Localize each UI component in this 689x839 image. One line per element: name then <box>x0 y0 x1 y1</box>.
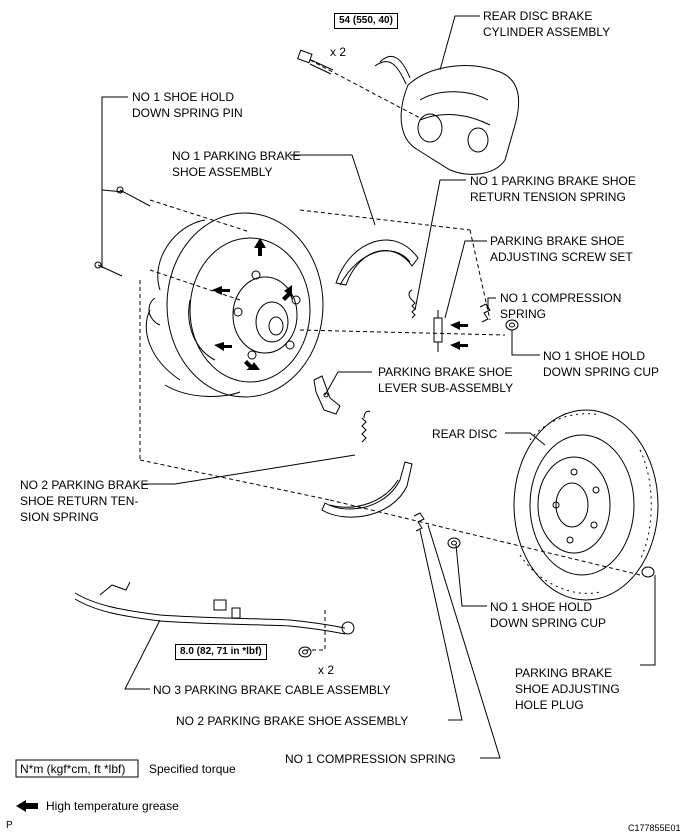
adjusting-screw-set <box>433 310 443 352</box>
label-no1-parking-brake-shoe-assembly: NO 1 PARKING BRAKE SHOE ASSEMBLY <box>172 149 301 179</box>
label-parking-brake-shoe-lever: PARKING BRAKE SHOE LEVER SUB-ASSEMBLY <box>378 365 514 395</box>
label-no3-parking-brake-cable: NO 3 PARKING BRAKE CABLE ASSEMBLY <box>153 683 391 697</box>
label-rear-disc: REAR DISC <box>432 427 498 441</box>
hole-plug <box>641 566 655 578</box>
cable-bolt <box>298 646 312 658</box>
no1-return-spring <box>408 289 416 319</box>
legend-grease-text: High temperature grease <box>46 799 179 813</box>
label-no2-return-tension-spring: NO 2 PARKING BRAKE SHOE RETURN TEN- SION… <box>20 478 149 524</box>
label-no1-return-tension-spring: NO 1 PARKING BRAKE SHOE RETURN TENSION S… <box>470 174 636 204</box>
no2-return-spring <box>361 410 371 443</box>
quantity-caliper: x 2 <box>330 45 347 59</box>
label-adjusting-screw-set: PARKING BRAKE SHOE ADJUSTING SCREW SET <box>490 234 633 264</box>
corner-letter: P <box>6 820 13 831</box>
leader-lines <box>101 15 656 759</box>
label-no2-parking-brake-shoe-assembly: NO 2 PARKING BRAKE SHOE ASSEMBLY <box>176 714 409 728</box>
legend-torque-unit: N*m (kgf*cm, ft *lbf) <box>20 762 126 776</box>
dashed-guides <box>139 59 641 651</box>
parking-brake-lever <box>313 375 341 415</box>
rear-disc-drawing <box>513 409 659 601</box>
no1-parking-brake-shoe <box>335 239 419 286</box>
torque-box-caliper: 54 (550, 40) <box>334 13 398 29</box>
legend-torque-box <box>15 759 139 778</box>
quantity-cable: x 2 <box>318 663 335 677</box>
no2-parking-brake-shoe <box>321 461 413 518</box>
label-adjusting-hole-plug: PARKING BRAKE SHOE ADJUSTING HOLE PLUG <box>515 666 620 712</box>
lower-compression-spring <box>413 512 461 549</box>
upper-compression-spring <box>479 303 519 331</box>
hold-down-pins <box>94 186 151 277</box>
parking-brake-cable-drawing <box>74 581 355 635</box>
caliper-bolt <box>297 49 334 75</box>
brake-caliper-drawing <box>374 56 520 175</box>
label-no1-shoe-hold-down-spring-cup-lower: NO 1 SHOE HOLD DOWN SPRING CUP <box>490 600 607 630</box>
grease-arrows <box>16 238 468 812</box>
backing-plate-drawing <box>145 212 324 398</box>
torque-box-cable: 8.0 (82, 71 in *lbf) <box>175 644 267 660</box>
figure-code: C177855E01 <box>628 823 681 833</box>
label-rear-disc-brake-cylinder: REAR DISC BRAKE CYLINDER ASSEMBLY <box>483 9 611 39</box>
label-no1-compression-spring-upper: NO 1 COMPRESSION SPRING <box>500 291 622 321</box>
label-no1-shoe-hold-down-spring-pin: NO 1 SHOE HOLD DOWN SPRING PIN <box>132 90 243 120</box>
label-no1-shoe-hold-down-spring-cup-upper: NO 1 SHOE HOLD DOWN SPRING CUP <box>543 349 660 379</box>
label-no1-compression-spring-lower: NO 1 COMPRESSION SPRING <box>285 752 456 766</box>
legend-torque-text: Specified torque <box>149 762 236 776</box>
